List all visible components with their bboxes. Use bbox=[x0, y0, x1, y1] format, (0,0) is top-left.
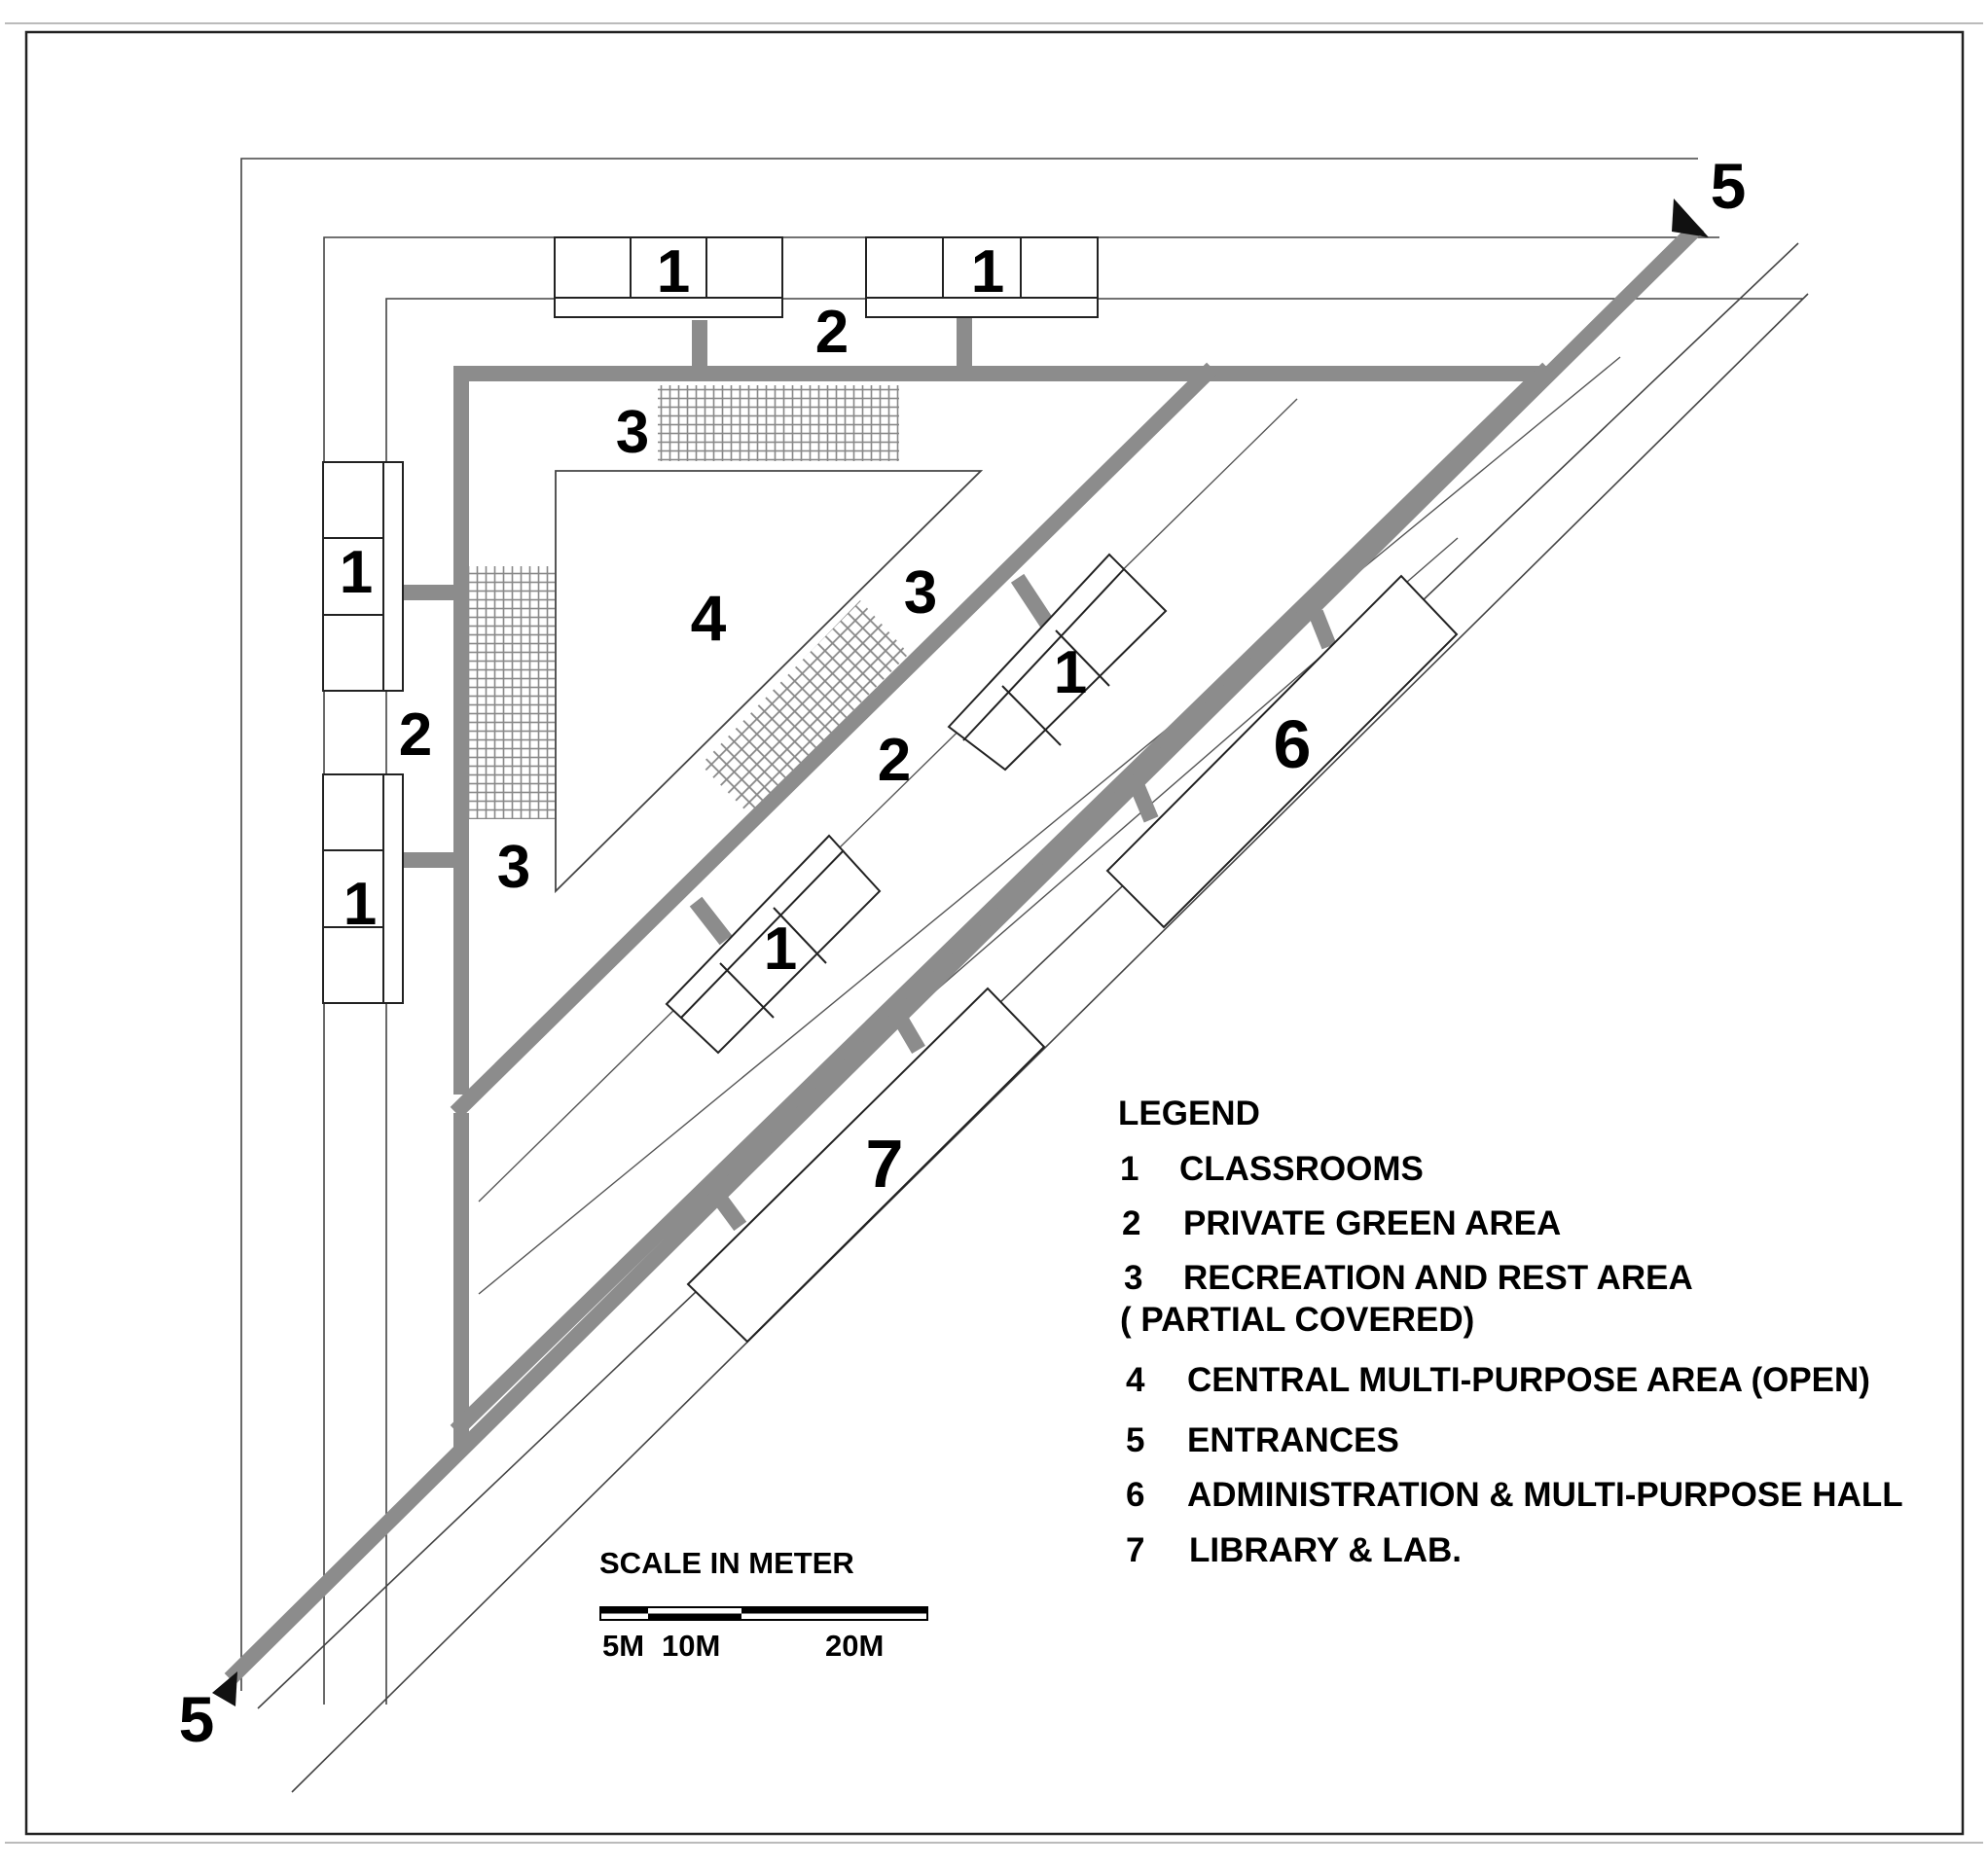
classroom-left-upper bbox=[322, 461, 404, 692]
legend-item-text: PRIVATE GREEN AREA bbox=[1183, 1204, 1561, 1242]
walkways bbox=[224, 220, 1705, 1685]
label-green: 2 bbox=[815, 299, 849, 366]
central-area-outline bbox=[555, 470, 984, 894]
recreation-area-top bbox=[658, 385, 899, 461]
legend-item-text: LIBRARY & LAB. bbox=[1189, 1531, 1462, 1569]
legend-item-num: 5 bbox=[1126, 1421, 1144, 1459]
legend-item-num: 2 bbox=[1122, 1204, 1140, 1242]
label-recreation: 3 bbox=[497, 834, 530, 901]
scale-title: SCALE IN METER bbox=[599, 1546, 854, 1580]
label-green: 2 bbox=[399, 701, 432, 769]
classroom-top-left bbox=[554, 236, 783, 318]
legend-title: LEGEND bbox=[1118, 1095, 1260, 1132]
label-recreation: 3 bbox=[616, 399, 649, 466]
page-frame bbox=[5, 22, 1983, 1844]
library-building bbox=[686, 987, 1046, 1344]
zoning-lines bbox=[478, 356, 1621, 1295]
label-classroom: 1 bbox=[657, 238, 690, 305]
recreation-area-left bbox=[469, 566, 555, 819]
label-admin: 6 bbox=[1274, 706, 1312, 782]
label-classroom: 1 bbox=[340, 539, 373, 606]
legend-item-num: 6 bbox=[1126, 1476, 1144, 1514]
entrance-arrow-top bbox=[1672, 198, 1709, 237]
entrance-arrow-bottom bbox=[212, 1671, 237, 1706]
classroom-left-lower bbox=[322, 773, 404, 1004]
label-classroom: 1 bbox=[764, 916, 797, 983]
recreation-area-diagonal bbox=[701, 600, 909, 815]
admin-hall-building bbox=[1105, 574, 1459, 929]
classroom-top-right bbox=[865, 236, 1099, 318]
legend-item-num: 1 bbox=[1120, 1150, 1139, 1188]
legend-item-text: ENTRANCES bbox=[1187, 1421, 1399, 1459]
classroom-buildings bbox=[322, 236, 1168, 1055]
label-classroom: 1 bbox=[1054, 639, 1087, 706]
legend-item-text: RECREATION AND REST AREA bbox=[1183, 1259, 1693, 1297]
legend-item-num: 7 bbox=[1126, 1531, 1144, 1569]
scale-bar: SCALE IN METER 5M 10M 20M bbox=[599, 1546, 928, 1663]
classroom-diagonal-upper bbox=[947, 553, 1168, 772]
legend-item-text: ( PARTIAL COVERED) bbox=[1120, 1301, 1474, 1339]
label-recreation: 3 bbox=[904, 559, 937, 627]
legend-item-num: 4 bbox=[1126, 1361, 1145, 1399]
legend: LEGEND 1 CLASSROOMS 2 PRIVATE GREEN AREA… bbox=[1118, 1095, 1903, 1569]
label-entrance: 5 bbox=[1711, 150, 1747, 222]
scale-label: 5M bbox=[602, 1629, 644, 1663]
legend-item-text: CLASSROOMS bbox=[1179, 1150, 1424, 1188]
classroom-diagonal-lower bbox=[665, 834, 882, 1055]
zone-labels: 1 1 1 1 1 1 2 2 2 3 3 3 4 5 5 6 7 bbox=[179, 150, 1747, 1755]
legend-item-num: 3 bbox=[1124, 1259, 1142, 1297]
label-central: 4 bbox=[691, 582, 727, 654]
label-green: 2 bbox=[878, 727, 911, 794]
site-boundary-lines bbox=[240, 158, 1809, 1793]
label-entrance: 5 bbox=[179, 1683, 215, 1755]
scale-label: 10M bbox=[662, 1629, 720, 1663]
label-classroom: 1 bbox=[971, 238, 1004, 305]
scale-label: 20M bbox=[825, 1629, 884, 1663]
label-classroom: 1 bbox=[343, 871, 377, 938]
legend-item-text: ADMINISTRATION & MULTI-PURPOSE HALL bbox=[1187, 1476, 1903, 1514]
label-library: 7 bbox=[866, 1126, 904, 1202]
legend-item-text: CENTRAL MULTI-PURPOSE AREA (OPEN) bbox=[1187, 1361, 1870, 1399]
recreation-areas bbox=[469, 385, 909, 819]
